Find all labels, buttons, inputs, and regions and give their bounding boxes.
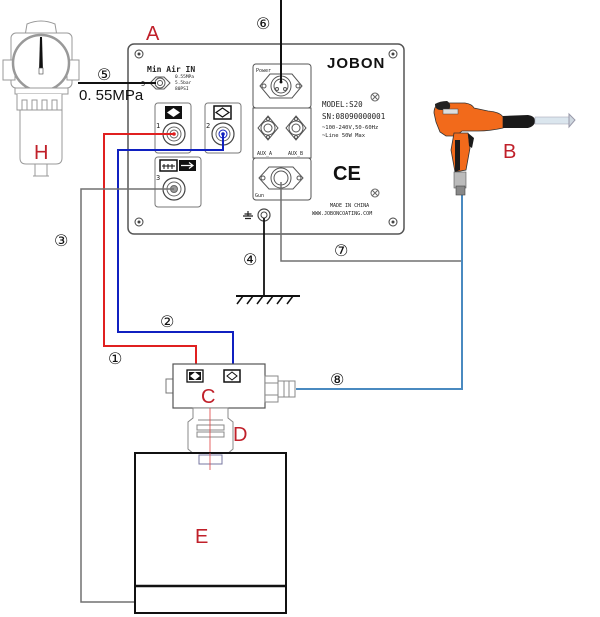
voltage-label: ~100-240V,50-60Hz	[322, 125, 378, 131]
aux-a-label: AUX_A	[257, 151, 272, 157]
ce-mark: CE	[333, 163, 361, 185]
hose-8-powder	[296, 195, 463, 390]
hose-2-atomizing-air	[117, 134, 234, 368]
spray-gun	[433, 101, 576, 196]
brand-logo: JOBON	[327, 55, 385, 72]
aux-a-socket[interactable]	[257, 115, 279, 141]
powder-air-port-icon	[186, 369, 204, 383]
port-2-number: 2	[206, 122, 210, 130]
screw-icon	[370, 188, 380, 198]
model-label: MODEL:S20	[322, 100, 363, 109]
screw-icon	[134, 49, 144, 59]
screw-icon	[134, 217, 144, 227]
powder-injector	[165, 363, 296, 409]
label-B: B	[503, 141, 516, 163]
air-filter-regulator	[2, 20, 80, 177]
air-in-label: Min Air IN	[147, 64, 195, 74]
hose-1-powder-air	[103, 133, 197, 368]
ground-symbol-icon	[243, 211, 253, 220]
marker-7: ⑦	[334, 241, 348, 260]
made-in-label: MADE IN CHINA	[330, 203, 369, 209]
port-1-number: 1	[156, 122, 160, 130]
label-A: A	[146, 23, 160, 45]
powder-container	[134, 452, 287, 614]
powder-air-symbol-icon	[165, 106, 182, 119]
powder-outlet-fitting	[264, 375, 296, 403]
screw-icon	[388, 49, 398, 59]
aux-b-label: AUX_B	[288, 151, 303, 157]
screw-icon	[388, 217, 398, 227]
control-unit: Min Air IN 5 0.55MPa 5.5bar 80PSI 1 2	[127, 43, 405, 235]
marker-5: ⑤	[97, 65, 111, 84]
air-pressure-label: 0. 55MPa	[79, 87, 144, 104]
adapter-base	[198, 454, 223, 465]
hose-3-fluidizing-air	[80, 188, 174, 603]
gauge-needle-icon	[39, 37, 43, 72]
label-E: E	[195, 526, 208, 548]
marker-4: ④	[243, 250, 257, 269]
air-spec-mpa: 0.55MPa	[175, 74, 194, 80]
marker-6: ⑥	[256, 14, 270, 33]
power-label: Power	[256, 68, 271, 74]
marker-1: ①	[108, 349, 122, 368]
marker-8: ⑧	[330, 370, 344, 389]
label-C: C	[201, 386, 215, 408]
atomizing-air-symbol-icon	[213, 105, 232, 120]
aux-b-socket[interactable]	[285, 115, 307, 141]
fluidizing-air-symbol-icon	[159, 159, 196, 172]
marker-3: ③	[54, 231, 68, 250]
atomizing-air-port-icon	[223, 369, 241, 383]
label-H: H	[34, 142, 48, 164]
gun-label: Gun	[255, 193, 264, 199]
label-D: D	[233, 424, 247, 446]
screw-icon	[370, 92, 380, 102]
website-label: WWW.JOBONCOATING.COM	[312, 211, 372, 217]
power-socket[interactable]	[259, 73, 303, 99]
serial-number-label: SN:08090000001	[322, 112, 385, 121]
earth-ground-icon	[236, 295, 300, 305]
air-spec-bar: 5.5bar	[175, 80, 192, 86]
port-3-number: 3	[156, 174, 160, 182]
line-label: ~Line 50W Max	[322, 133, 366, 139]
air-spec-psi: 80PSI	[175, 86, 189, 92]
marker-2: ②	[160, 312, 174, 331]
